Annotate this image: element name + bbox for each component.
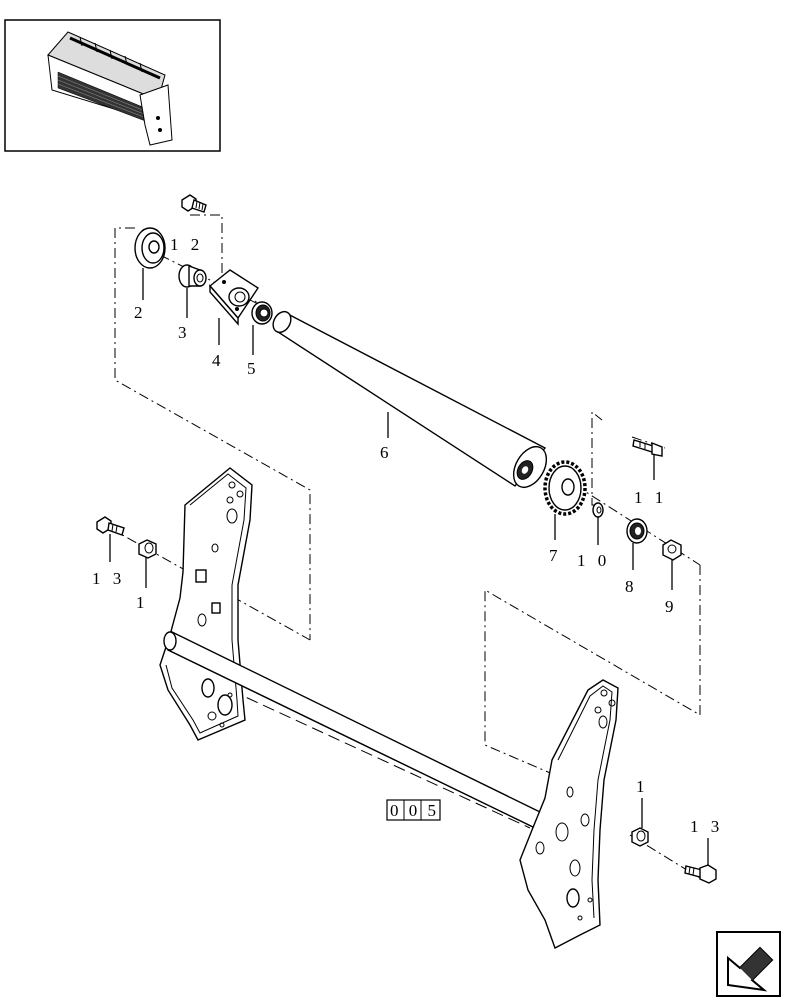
bolt-12 [181,194,207,213]
baler-pickup-thumbnail [47,31,173,146]
bolt-13-right [684,864,717,884]
callout-leaders [109,268,709,866]
bearing-5 [251,301,273,325]
callout-1-left: 1 [136,593,149,612]
callout-7: 7 [549,546,562,565]
callout-10: 1 0 [577,551,610,570]
arrow-back-icon[interactable] [716,931,781,997]
callout-4: 4 [212,351,225,370]
reference-label: 0 0 5 [390,801,439,820]
thumbnail-frame [4,19,221,152]
side-plate-right [519,679,619,949]
side-plate-left [159,467,253,741]
callout-5: 5 [247,359,260,378]
callout-6: 6 [380,443,393,462]
callout-1-right: 1 [636,777,649,796]
callout-3: 3 [178,323,191,342]
callout-labels: 1 2 2 3 4 5 6 1 1 7 1 0 8 9 1 3 1 1 1 3 [92,235,723,836]
washer-10 [592,502,604,518]
callout-12: 1 2 [170,235,203,254]
bushing-3 [178,264,207,288]
callout-8: 8 [625,577,638,596]
bolt-11 [632,439,663,457]
bearing-8 [626,518,648,544]
flange-disc-2 [134,227,166,269]
nut-1-right [631,827,649,847]
callout-13-left: 1 3 [92,569,125,588]
callout-13-right: 1 3 [690,817,723,836]
bearing-housing-4 [208,269,259,326]
gear-7 [543,460,587,516]
bolt-13-left [96,516,125,536]
callout-11: 1 1 [634,488,667,507]
nut-1-left [138,539,157,559]
roller-tube-6 [272,310,548,488]
nut-9 [662,539,682,561]
callout-9: 9 [665,597,678,616]
reference-box: 0 0 5 [386,799,441,821]
callout-2: 2 [134,303,147,322]
